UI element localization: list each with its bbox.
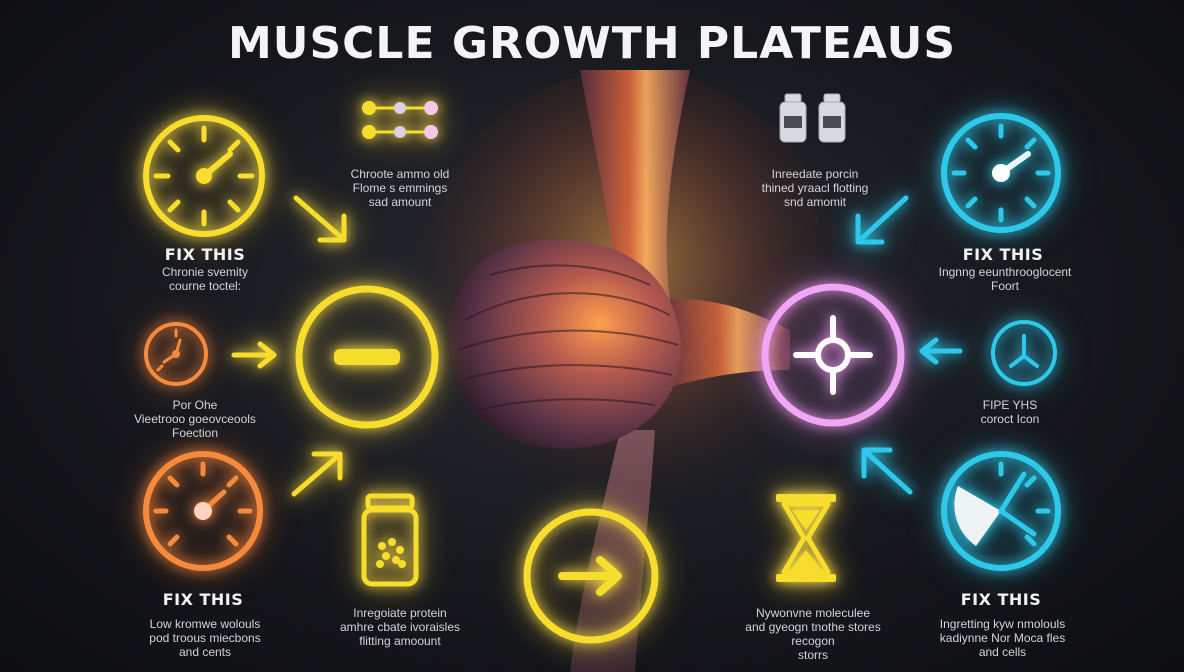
gauge-clock-icon xyxy=(941,113,1061,233)
crosshair-circle-icon xyxy=(761,283,905,427)
molecule-chain-icon xyxy=(362,101,438,139)
gauge-clock-icon xyxy=(143,115,265,237)
hourglass-icon xyxy=(776,494,836,582)
timer-icon xyxy=(991,320,1057,386)
right-middle-caption: FIPE YHS coroct Icon xyxy=(980,398,1040,426)
arrow-right-circle-icon xyxy=(523,508,659,644)
supplement-jar-icon xyxy=(361,493,419,587)
left-bottom-heading: FIX THIS xyxy=(162,590,244,609)
arrow-right-icon xyxy=(231,341,277,369)
left-middle-caption: Por Ohe Vieetrooo goeovceools Foection xyxy=(134,398,256,440)
stopwatch-icon xyxy=(144,322,208,386)
arrow-left-icon xyxy=(919,337,963,365)
left-bottom-caption: Low kromwe wolouls pod troous miecbons a… xyxy=(149,617,261,659)
right-top-heading: FIX THIS xyxy=(962,245,1044,264)
bottom-left-center-caption: Inregoiate protein amhre cbate ivoraisle… xyxy=(339,606,461,648)
bottom-right-center-caption: Nywonvne moleculee and gyeogn tnothe sto… xyxy=(745,606,881,662)
arrow-up-left-icon xyxy=(861,447,913,495)
right-bottom-heading: FIX THIS xyxy=(960,590,1042,609)
minus-circle-icon xyxy=(295,285,439,429)
right-top-caption: Ingnng eeunthrooglocent Foort xyxy=(938,265,1072,293)
top-left-center-caption: Chroote ammo old Flome s emmings sad amo… xyxy=(350,167,450,209)
right-bottom-caption: Ingretting kyw nmolouls kadiynne Nor Moc… xyxy=(939,617,1066,659)
arrow-up-right-icon xyxy=(291,451,343,497)
left-top-heading: FIX THIS xyxy=(164,245,246,264)
clock-dial-icon xyxy=(941,451,1061,571)
speedometer-icon xyxy=(143,451,263,571)
left-top-caption: Chronie svemity courne toctel: xyxy=(161,265,249,293)
arrow-down-left-icon xyxy=(855,195,909,245)
arrow-down-right-icon xyxy=(293,195,347,243)
muscle-illustration xyxy=(420,70,840,672)
page-title: MUSCLE GROWTH PLATEAUS xyxy=(227,18,957,69)
supplement-bottles-icon xyxy=(779,93,846,143)
top-right-center-caption: Inreedate porcin thined yraacl flotting … xyxy=(761,167,869,209)
